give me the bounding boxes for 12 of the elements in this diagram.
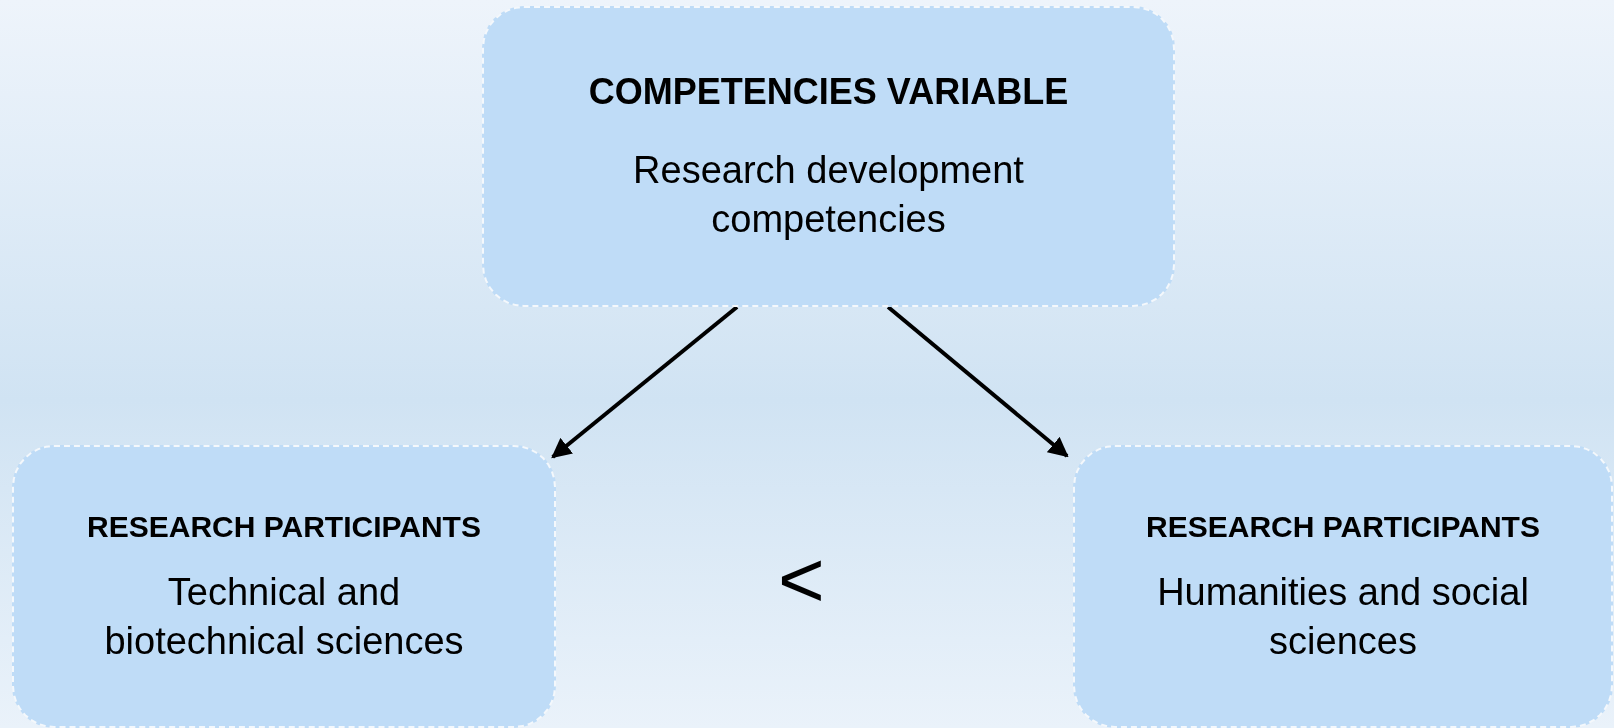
box-heading: RESEARCH PARTICIPANTS [1146,508,1540,545]
rounded-box [1073,445,1613,728]
box-heading: COMPETENCIES VARIABLE [588,69,1069,114]
arrow [551,305,739,459]
box-text: Technical and biotechnical sciences [103,569,465,664]
box-heading: RESEARCH PARTICIPANTS [87,508,481,545]
rounded-box [12,445,556,728]
box-text: Humanities and social sciences [1156,569,1530,664]
rounded-box [482,6,1175,307]
arrow [886,305,1069,458]
comparison-sign: < [778,540,825,620]
box-text: Research development competencies [632,147,1025,242]
